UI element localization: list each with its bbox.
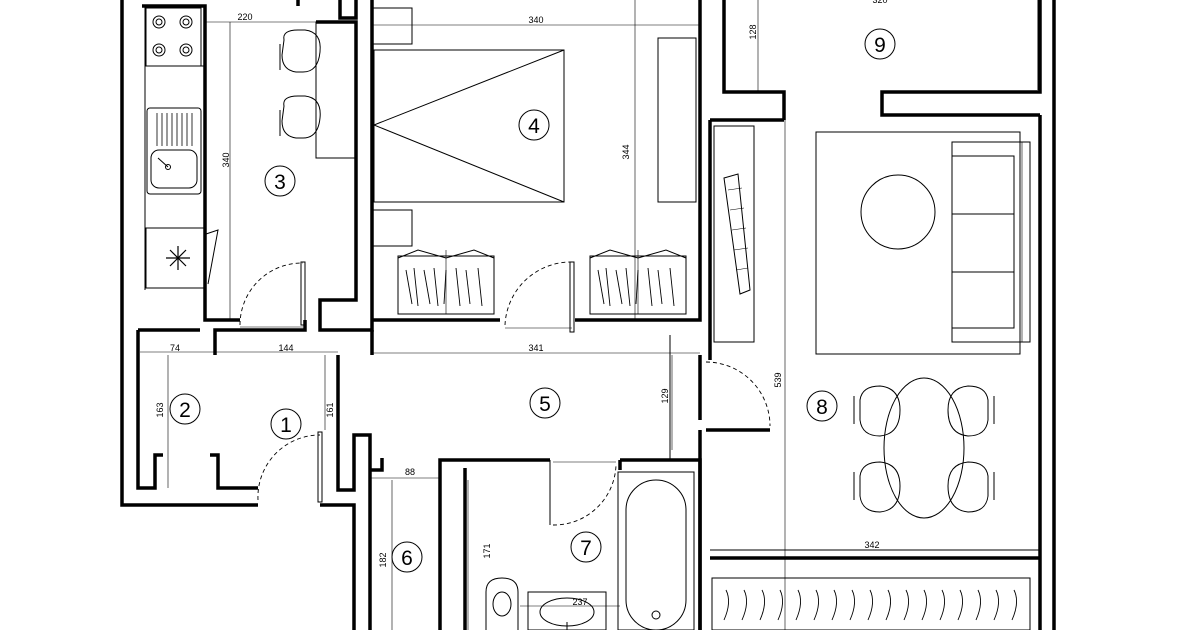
room-label-9: 9 <box>864 28 896 60</box>
dim-living-depth: 539 <box>773 372 783 387</box>
chair <box>279 95 321 139</box>
living-fixtures <box>711 125 1031 630</box>
dim-living-width: 342 <box>864 540 879 550</box>
svg-text:2: 2 <box>179 399 191 422</box>
doors <box>239 261 771 526</box>
dim-bath-depth: 171 <box>482 543 492 558</box>
dim-bedroom-depth: 344 <box>621 144 631 159</box>
svg-text:4: 4 <box>528 115 540 138</box>
rug <box>815 131 1021 355</box>
toilet <box>485 577 519 630</box>
svg-text:6: 6 <box>401 547 413 570</box>
kitchen-fixtures <box>145 7 357 289</box>
snowflake-icon <box>166 246 190 270</box>
room-label-6: 6 <box>391 541 423 573</box>
dim-hall-depth: 129 <box>660 388 670 403</box>
dim-closet-width: 74 <box>170 343 180 353</box>
dim-balcony-depth: 128 <box>748 24 758 39</box>
svg-text:9: 9 <box>874 34 886 57</box>
room-label-3: 3 <box>264 165 296 197</box>
dim-bath-width: 237 <box>572 597 587 607</box>
svg-text:1: 1 <box>280 414 292 437</box>
bedroom-fixtures <box>371 7 697 315</box>
room-label-4: 4 <box>518 109 550 141</box>
dining-table <box>883 377 965 519</box>
dim-entry-depth: 161 <box>325 402 335 417</box>
chair <box>853 385 901 437</box>
room-label-5: 5 <box>529 387 561 419</box>
chair <box>947 461 995 513</box>
kitchen-sink <box>146 107 202 195</box>
sofa <box>951 141 1031 343</box>
chair <box>947 385 995 437</box>
svg-text:3: 3 <box>274 171 286 194</box>
dim-wc-width: 88 <box>405 467 415 477</box>
stove <box>145 7 202 67</box>
dim-closet-depth: 163 <box>155 402 165 417</box>
svg-text:7: 7 <box>580 537 592 560</box>
wall-inner-lines <box>144 0 1041 555</box>
bathroom-fixtures <box>485 471 695 630</box>
fridge <box>145 227 207 289</box>
dim-kitchen-depth: 340 <box>221 152 231 167</box>
dimension-lines <box>140 0 1040 630</box>
room-label-8: 8 <box>806 390 838 422</box>
radiator <box>589 249 687 315</box>
dim-entry-width: 144 <box>278 343 293 353</box>
dim-bedroom-width: 340 <box>528 15 543 25</box>
tv-cabinet <box>713 125 755 343</box>
walls <box>120 0 1056 630</box>
dimension-labels: 220 340 340 344 128 320 74 144 163 161 3… <box>155 0 888 607</box>
living-radiator <box>711 577 1031 630</box>
wardrobe <box>657 37 697 203</box>
dim-kitchen-width: 220 <box>237 12 252 22</box>
svg-text:8: 8 <box>816 396 828 419</box>
radiator <box>397 249 495 315</box>
bed <box>373 49 565 203</box>
room-labels: 1 2 3 4 5 6 7 8 <box>169 28 896 573</box>
dim-balcony-width: 320 <box>872 0 887 5</box>
chair <box>853 461 901 513</box>
chair <box>279 29 321 73</box>
dim-hall-width: 341 <box>528 343 543 353</box>
svg-text:5: 5 <box>539 393 551 416</box>
bathtub <box>617 471 695 630</box>
coffee-table <box>860 174 936 250</box>
room-label-2: 2 <box>169 393 201 425</box>
dining-table-kitchen <box>315 21 357 159</box>
dim-wc-depth: 182 <box>378 552 388 567</box>
room-label-1: 1 <box>270 408 302 440</box>
washbasin <box>527 591 607 630</box>
room-label-7: 7 <box>570 531 602 563</box>
